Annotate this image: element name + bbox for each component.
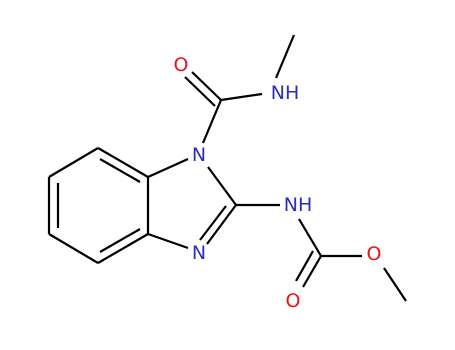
bond [97,147,149,178]
bond [383,267,407,302]
bond [48,147,99,178]
bond [302,255,322,288]
imidazole-ring [147,157,237,250]
atom-label-n-ring1: N [192,144,206,166]
bond [201,99,223,144]
bond-double-inner [199,205,227,241]
bond [97,233,149,264]
atom-label-o-carbonyl-bottom: O [286,290,301,312]
bond [191,71,222,101]
bond [147,232,189,250]
carbamate-group [236,203,407,302]
bond [48,233,99,264]
bond [206,204,237,245]
bond [274,34,296,79]
atom-label-n-ring2: N [192,242,206,264]
bond [220,92,263,102]
atom-label-nh-carbamate: NH [284,194,313,216]
methylamide-group [184,34,296,144]
bond [207,166,237,206]
bond-double-inner [99,228,141,253]
bond-double-inner [99,158,141,183]
atom-label-nh-methylamide: NH [271,82,300,104]
atom-label-o-carbonyl-top: O [174,54,189,76]
bond [147,157,189,179]
bond [295,250,314,282]
bond [298,218,322,257]
bond [184,76,216,107]
atom-label-o-ester: O [367,243,382,265]
benzene-ring [47,147,150,264]
